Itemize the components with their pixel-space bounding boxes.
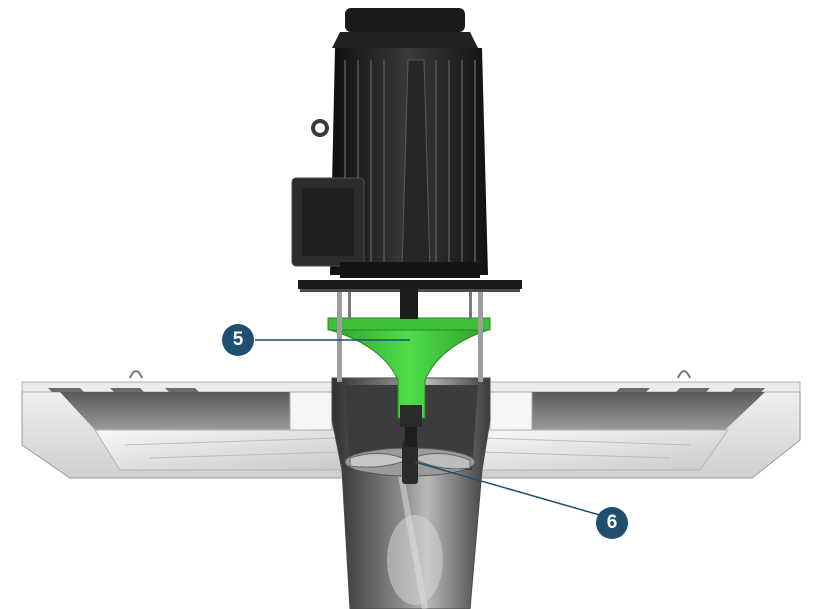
- support-rods: [337, 290, 483, 382]
- callout-badge-6: 6: [596, 507, 628, 539]
- callout-label-6: 6: [606, 512, 618, 533]
- green-support-cone: [327, 317, 491, 447]
- callout-label-5: 5: [232, 329, 244, 350]
- mounting-plate: [298, 280, 522, 319]
- callout-leader-lines: [255, 339, 611, 519]
- callout-badge-5: 5: [222, 324, 254, 356]
- leader-line-6: [414, 461, 611, 519]
- right-housing: [477, 370, 801, 479]
- impeller: [344, 440, 476, 484]
- motor: [291, 8, 488, 278]
- left-housing: [21, 370, 346, 479]
